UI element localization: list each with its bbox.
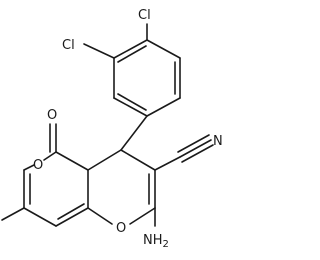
pyran-o-label: O (116, 221, 126, 236)
cl-top-label: Cl (138, 8, 151, 23)
nitrile-bond-2 (179, 139, 212, 158)
nitrile-bond-4 (177, 134, 210, 153)
lactone-o-label: O (33, 158, 43, 173)
aryl-c4-bond (120, 115, 148, 151)
cl-left-label: Cl (62, 38, 75, 53)
nitrile-n-label: N (213, 134, 223, 149)
methyl-bond (1, 207, 25, 221)
pyranone-ring (23, 151, 89, 227)
amino-label: NH2 (143, 233, 169, 250)
nitrile-bond-1 (154, 156, 181, 171)
carbonyl-o-label: O (47, 108, 57, 123)
pyran-ring (87, 149, 156, 225)
molecule-structure: Cl Cl N O O O NH2 (1, 8, 223, 250)
cl-left-bond (83, 43, 115, 59)
dichlorophenyl-ring (113, 39, 181, 117)
nitrile-bond-3 (181, 144, 214, 163)
